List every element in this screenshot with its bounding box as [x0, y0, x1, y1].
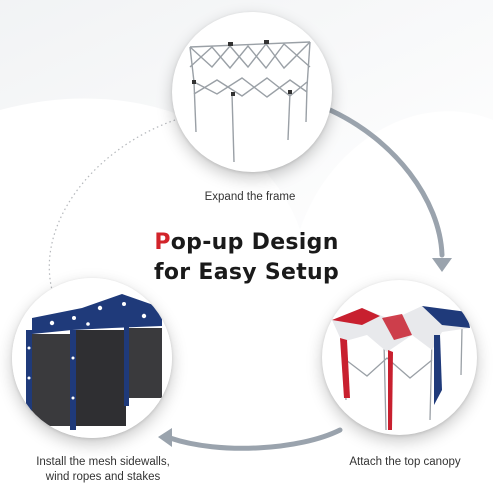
step-attach-canopy-caption: Attach the top canopy [349, 456, 461, 468]
headline-line-1: Pop-up Design [0, 230, 493, 255]
step-attach-canopy-image [322, 280, 477, 435]
tent-sidewalls-icon [12, 278, 172, 438]
step-install-sidewalls-caption-line1: Install the mesh sidewalls, [36, 456, 170, 468]
step-expand-frame-image [172, 12, 332, 172]
headline-line-1-rest: op-up Design [170, 230, 339, 255]
step-install-sidewalls-caption-line2: wind ropes and stakes [45, 471, 161, 483]
tent-frame-icon [189, 40, 311, 163]
step-expand-frame-caption: Expand the frame [204, 191, 296, 203]
tent-canopy-icon [332, 306, 470, 431]
step-install-sidewalls-image [12, 278, 172, 438]
headline-accent-letter: P [154, 230, 171, 255]
headline-line-2: for Easy Setup [153, 260, 340, 285]
step-install-sidewalls-caption: Install the mesh sidewalls, wind ropes a… [28, 455, 178, 485]
